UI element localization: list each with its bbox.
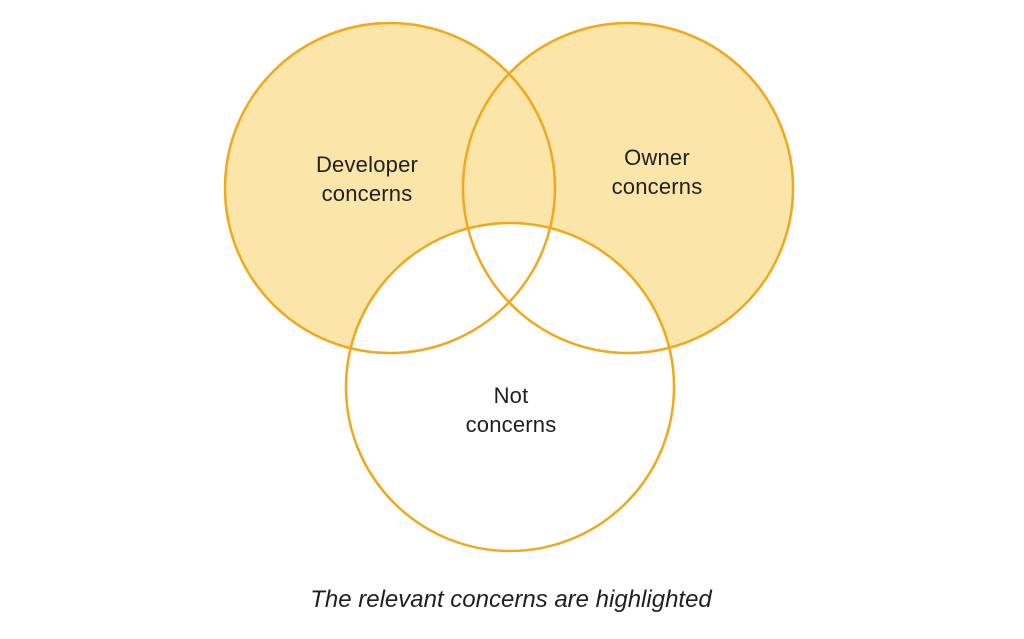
- developer-concerns-label: Developer concerns: [315, 152, 419, 206]
- owner-concerns-label: Owner concerns: [611, 145, 703, 199]
- not-circle-outline: [344, 221, 676, 553]
- developer-circle-outline: [223, 21, 557, 355]
- diagram-caption: The relevant concerns are highlighted: [310, 586, 712, 613]
- not-concerns-label: Not concerns: [465, 383, 557, 437]
- owner-circle-outline: [461, 21, 795, 355]
- not-circle-fill: [346, 223, 674, 551]
